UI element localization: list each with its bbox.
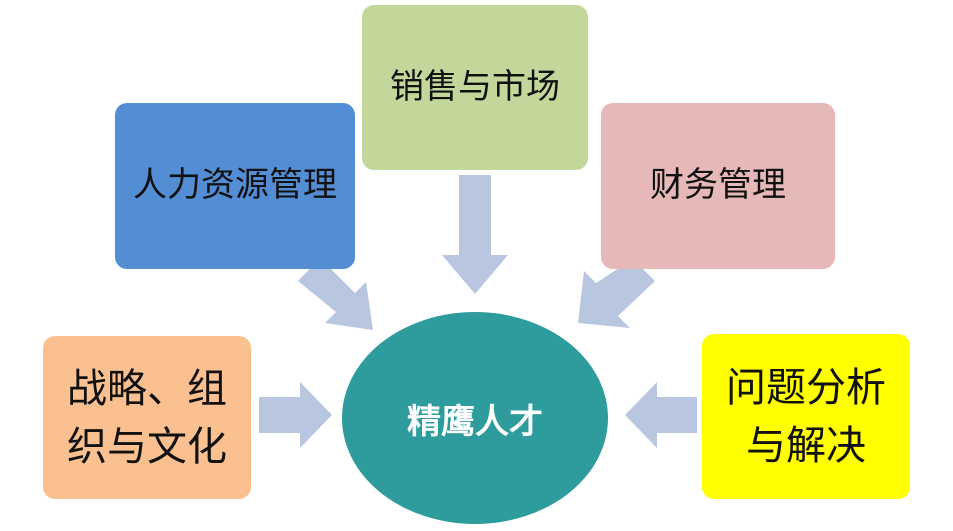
arrow-right-icon <box>259 382 332 448</box>
hr-management-box: 人力资源管理 <box>115 103 355 269</box>
problem-solving-box: 问题分析与解决 <box>702 334 910 499</box>
center-label: 精鹰人才 <box>407 401 543 442</box>
sales-marketing-label: 销售与市场 <box>390 66 560 107</box>
finance-management-label: 财务管理 <box>650 165 786 206</box>
finance-management-box: 财务管理 <box>601 103 835 269</box>
arrow-left-icon <box>625 382 697 448</box>
center-ellipse: 精鹰人才 <box>342 312 608 524</box>
strategy-culture-label: 战略、组织与文化 <box>67 365 227 470</box>
strategy-culture-box: 战略、组织与文化 <box>43 336 251 499</box>
hr-management-label: 人力资源管理 <box>133 165 337 206</box>
problem-solving-label: 问题分析与解决 <box>726 364 886 469</box>
arrow-down-right-icon <box>298 258 373 330</box>
sales-marketing-box: 销售与市场 <box>362 5 588 170</box>
arrow-down-icon <box>442 175 508 294</box>
arrow-down-left-icon <box>578 259 655 328</box>
